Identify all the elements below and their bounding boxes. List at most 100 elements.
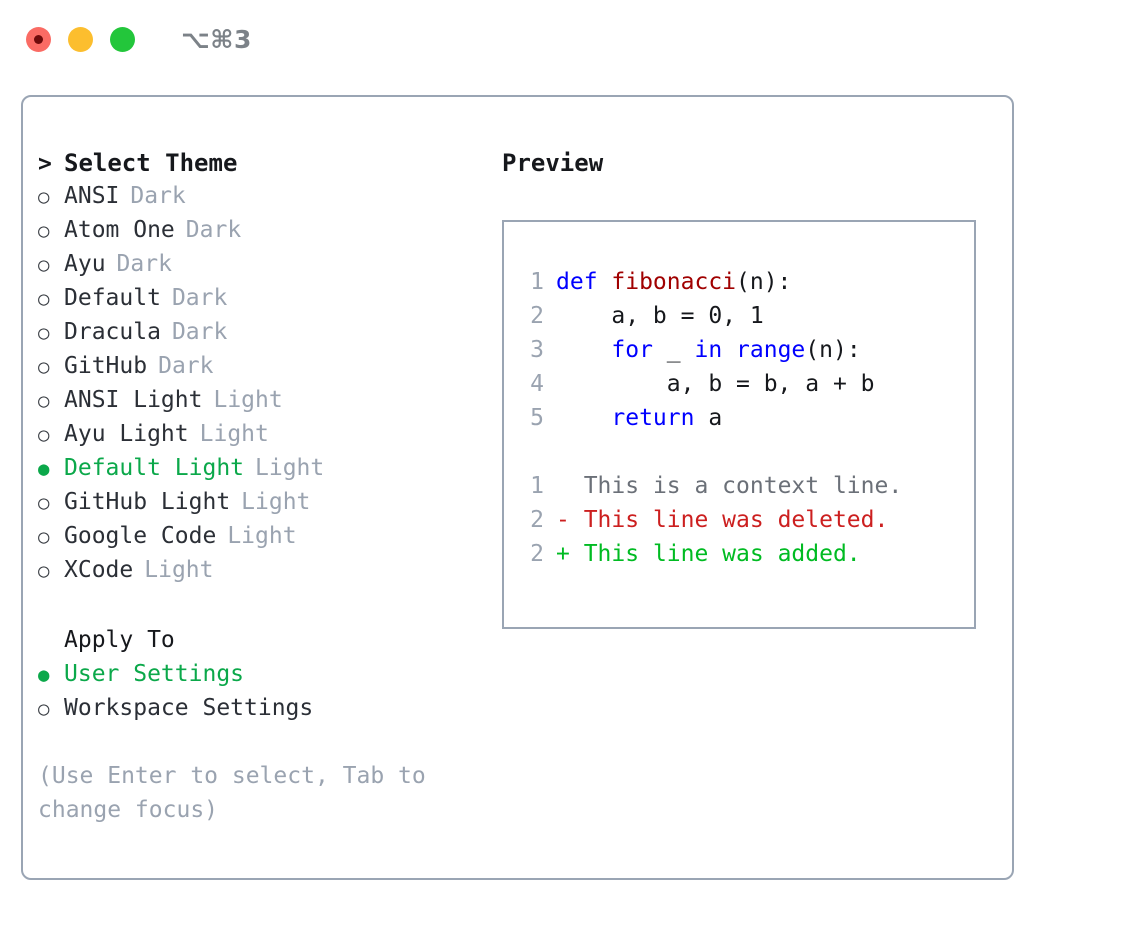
keyboard-hint: (Use Enter to select, Tab to change focu… <box>38 763 426 823</box>
diff-line-number: 2 <box>530 541 544 567</box>
code-line-number: 5 <box>530 405 544 431</box>
code-line: 2 a, b = 0, 1 <box>516 299 902 333</box>
radio-selected-icon: ● <box>38 458 50 480</box>
theme-variant-badge: Light <box>255 455 325 481</box>
code-token <box>556 337 611 363</box>
code-token: return <box>611 405 695 431</box>
theme-option-label: Atom One <box>64 217 175 243</box>
code-token <box>556 405 611 431</box>
code-line: 5 return a <box>516 401 902 435</box>
diff-text: This is a context line. <box>569 473 903 499</box>
code-token: for <box>611 337 653 363</box>
theme-variant-badge: Light <box>213 387 283 413</box>
keyboard-shortcut-label: ⌥⌘3 <box>181 24 252 54</box>
theme-variant-badge: Light <box>199 421 269 447</box>
theme-option-ansi[interactable]: ○ ANSI Dark <box>38 183 498 217</box>
diff-line-number: 2 <box>530 507 544 533</box>
diff-line: 1 This is a context line. <box>516 469 902 503</box>
apply-to-option-label: User Settings <box>64 661 245 687</box>
close-icon <box>34 34 43 44</box>
theme-option-label: GitHub <box>64 353 148 379</box>
page-title: Select Theme <box>64 149 238 177</box>
theme-option-label: Dracula <box>64 319 161 345</box>
diff-text: This line was added. <box>569 541 861 567</box>
code-token: a, b = 0, 1 <box>556 303 764 329</box>
apply-to-option-label: Workspace Settings <box>64 695 314 721</box>
code-blank-line <box>516 435 902 469</box>
theme-variant-badge: Dark <box>116 251 172 277</box>
radio-unselected-icon: ○ <box>38 322 50 344</box>
theme-option-github[interactable]: ○ GitHub Dark <box>38 353 498 387</box>
code-token: _ <box>652 337 695 363</box>
section-spacer <box>38 591 498 627</box>
theme-variant-badge: Dark <box>158 353 214 379</box>
theme-option-label: Google Code <box>64 523 217 549</box>
theme-option-github-light[interactable]: ○ GitHub Light Light <box>38 489 498 523</box>
code-token: (n): <box>736 269 792 295</box>
theme-option-default[interactable]: ○ Default Dark <box>38 285 498 319</box>
theme-variant-badge: Light <box>241 489 311 515</box>
radio-unselected-icon: ○ <box>38 390 50 412</box>
theme-variant-badge: Dark <box>130 183 186 209</box>
window-controls <box>26 26 135 52</box>
theme-option-label: Ayu Light <box>64 421 189 447</box>
theme-option-label: ANSI <box>64 183 120 209</box>
select-theme-heading-row: > Select Theme <box>38 149 498 183</box>
theme-variant-badge: Dark <box>185 217 242 243</box>
theme-variant-badge: Light <box>144 557 214 583</box>
theme-variant-badge: Light <box>227 523 297 549</box>
theme-option-ayu[interactable]: ○ Ayu Dark <box>38 251 498 285</box>
radio-unselected-icon: ○ <box>38 220 50 242</box>
code-token: a <box>694 405 723 431</box>
diff-line: 2- This line was deleted. <box>516 503 902 537</box>
theme-option-atom-one[interactable]: ○ Atom One Dark <box>38 217 498 251</box>
theme-option-label: Ayu <box>64 251 106 277</box>
radio-unselected-icon: ○ <box>38 356 50 378</box>
code-token: range <box>736 337 806 363</box>
code-line: 4 a, b = b, a + b <box>516 367 902 401</box>
code-line-number: 2 <box>530 303 544 329</box>
theme-option-label: GitHub Light <box>64 489 231 515</box>
diff-text: This line was deleted. <box>569 507 889 533</box>
apply-to-option-user-settings[interactable]: ●User Settings <box>38 661 498 695</box>
caret-icon: > <box>38 151 52 177</box>
window-titlebar: ⌥⌘3 <box>0 0 1140 78</box>
code-line-number: 4 <box>530 371 544 397</box>
radio-unselected-icon: ○ <box>38 698 50 720</box>
theme-option-google-code[interactable]: ○ Google Code Light <box>38 523 498 557</box>
code-token: fibonacci <box>611 269 737 295</box>
minimize-button[interactable] <box>68 26 93 52</box>
code-token: (n): <box>805 337 861 363</box>
close-button[interactable] <box>26 26 51 52</box>
theme-option-label: Default <box>64 285 161 311</box>
theme-option-label: Default Light <box>64 455 245 481</box>
radio-unselected-icon: ○ <box>38 526 50 548</box>
diff-line: 2+ This line was added. <box>516 537 902 571</box>
diff-sign <box>556 473 570 499</box>
code-line: 3 for _ in range(n): <box>516 333 902 367</box>
apply-to-option-list: ●User Settings ○ Workspace Settings <box>38 661 498 729</box>
radio-unselected-icon: ○ <box>38 288 50 310</box>
theme-variant-badge: Dark <box>171 285 228 311</box>
theme-option-default-light[interactable]: ● Default Light Light <box>38 455 498 489</box>
radio-unselected-icon: ○ <box>38 254 50 276</box>
code-token: a, b = b, a + b <box>556 371 875 397</box>
radio-unselected-icon: ○ <box>38 492 50 514</box>
code-line-number: 3 <box>530 337 544 363</box>
apply-to-option-workspace-settings[interactable]: ○ Workspace Settings <box>38 695 498 729</box>
code-token <box>722 337 736 363</box>
theme-option-label: XCode <box>64 557 134 583</box>
radio-unselected-icon: ○ <box>38 186 50 208</box>
maximize-button[interactable] <box>110 26 135 52</box>
